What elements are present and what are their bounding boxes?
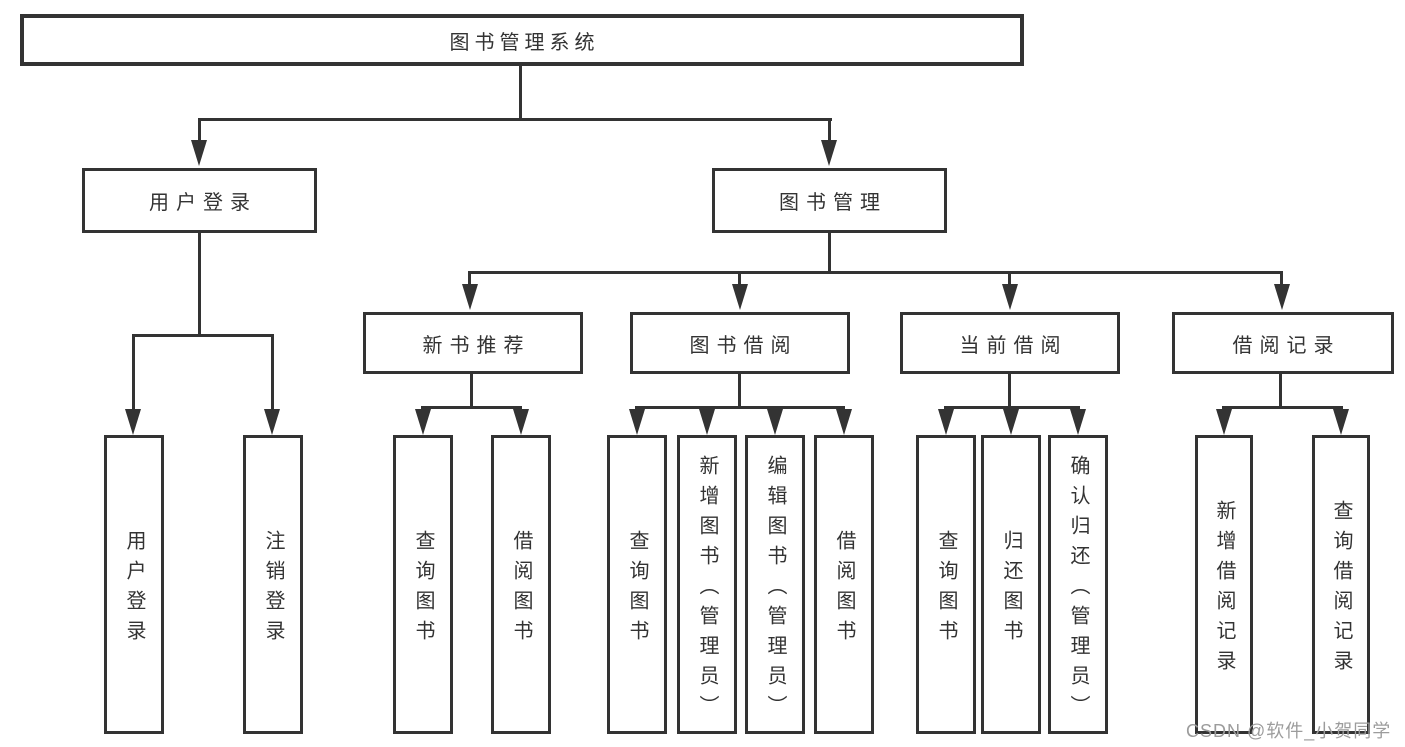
connector-book-mgmt-bar	[468, 271, 1283, 274]
node-current-borrow: 当前借阅	[900, 312, 1120, 374]
arrow-to-query-borrow-record	[1333, 409, 1349, 435]
leaf-edit-book-admin: 编辑图书（管理员）	[745, 435, 805, 734]
connector-user-login-arm-2	[271, 334, 274, 409]
arrow-to-book-borrow	[732, 284, 748, 310]
leaf-user-login: 用户登录	[104, 435, 164, 734]
node-user-login: 用户登录	[82, 168, 317, 233]
connector-current-bar	[944, 406, 1080, 409]
connector-recommend-bar	[421, 406, 522, 409]
arrow-to-confirm-return-admin	[1070, 409, 1086, 435]
connector-borrow-bar	[635, 406, 845, 409]
connector-root-arm-left	[198, 118, 201, 142]
arrow-to-current-borrow	[1002, 284, 1018, 310]
arrow-to-leaf-user-login	[125, 409, 141, 435]
connector-user-login-stem	[198, 233, 201, 335]
csdn-watermark: CSDN @软件_小贺同学	[1186, 721, 1392, 741]
connector-book-mgmt-arm-2	[738, 271, 741, 285]
connector-borrow-stem	[738, 374, 741, 408]
arrow-to-new-book-recommend	[462, 284, 478, 310]
node-borrow-records: 借阅记录	[1172, 312, 1394, 374]
node-new-book-recommend: 新书推荐	[363, 312, 583, 374]
arrow-to-return-books	[1003, 409, 1019, 435]
connector-user-login-arm-1	[132, 334, 135, 409]
arrow-to-borrow-books-2	[836, 409, 852, 435]
connector-current-stem	[1008, 374, 1011, 408]
connector-book-mgmt-stem	[828, 233, 831, 272]
arrow-to-add-book-admin	[699, 409, 715, 435]
leaf-query-books-2: 查询图书	[607, 435, 667, 734]
connector-book-mgmt-arm-4	[1280, 271, 1283, 285]
node-root: 图书管理系统	[20, 14, 1024, 66]
leaf-confirm-return-admin: 确认归还（管理员）	[1048, 435, 1108, 734]
connector-records-bar	[1222, 406, 1343, 409]
connector-root-stem	[519, 66, 522, 119]
leaf-query-borrow-record: 查询借阅记录	[1312, 435, 1370, 734]
arrow-to-query-books-1	[415, 409, 431, 435]
arrow-to-add-borrow-record	[1216, 409, 1232, 435]
arrow-to-edit-book-admin	[767, 409, 783, 435]
arrow-to-user-login	[191, 140, 207, 166]
leaf-query-books-3: 查询图书	[916, 435, 976, 734]
leaf-borrow-books-2: 借阅图书	[814, 435, 874, 734]
arrow-to-book-management	[821, 140, 837, 166]
arrow-to-query-books-2	[629, 409, 645, 435]
node-book-borrow: 图书借阅	[630, 312, 850, 374]
leaf-logout-login: 注销登录	[243, 435, 303, 734]
leaf-add-book-admin: 新增图书（管理员）	[677, 435, 737, 734]
leaf-return-books: 归还图书	[981, 435, 1041, 734]
connector-root-arm-right	[828, 118, 831, 142]
arrow-to-borrow-records	[1274, 284, 1290, 310]
connector-user-login-bar	[132, 334, 274, 337]
connector-book-mgmt-arm-3	[1008, 271, 1011, 285]
leaf-add-borrow-record: 新增借阅记录	[1195, 435, 1253, 734]
leaf-borrow-books-1: 借阅图书	[491, 435, 551, 734]
connector-root-bar	[198, 118, 832, 121]
arrow-to-borrow-books-1	[513, 409, 529, 435]
arrow-to-leaf-logout	[264, 409, 280, 435]
connector-recommend-stem	[470, 374, 473, 408]
connector-book-mgmt-arm-1	[468, 271, 471, 285]
node-book-management: 图书管理	[712, 168, 947, 233]
connector-records-stem	[1279, 374, 1282, 408]
leaf-query-books-1: 查询图书	[393, 435, 453, 734]
arrow-to-query-books-3	[938, 409, 954, 435]
